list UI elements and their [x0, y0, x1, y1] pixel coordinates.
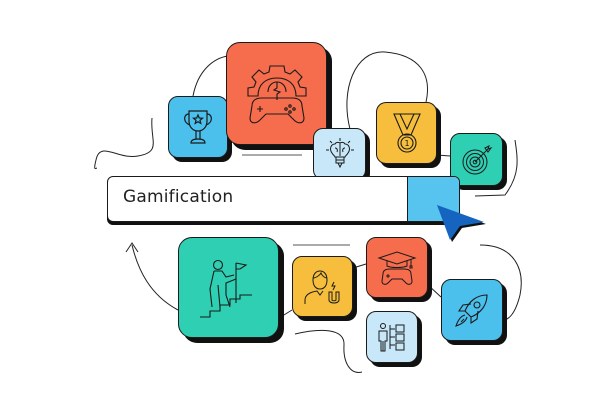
rocket-icon: [455, 294, 488, 327]
gear-gamepad-icon: [246, 64, 307, 123]
medal-tile: 1: [376, 102, 437, 164]
climber-flag-icon: [199, 259, 252, 318]
medal-icon: 1: [392, 113, 421, 153]
magnet-person-tile: [292, 256, 353, 317]
gear-gamepad-tile: [226, 42, 327, 145]
person-magnet-icon: [304, 269, 339, 304]
pointer-arrow-icon: [437, 205, 486, 242]
grad-gamepad-tile: [366, 237, 428, 298]
search-bar[interactable]: Gamification: [107, 176, 460, 222]
org-chart-tile: [366, 311, 418, 363]
trophy-icon: [184, 110, 212, 144]
graduation-gamepad-icon: [377, 250, 417, 285]
brain-lightbulb-icon: [325, 138, 354, 169]
rocket-tile: [441, 279, 503, 341]
search-input-value[interactable]: Gamification: [123, 187, 234, 207]
trophy-tile: [168, 96, 228, 158]
medal-number: 1: [404, 139, 409, 148]
target-icon: [462, 144, 492, 174]
brain-bulb-tile: [313, 128, 366, 180]
person-orgchart-icon: [378, 323, 405, 352]
climber-tile: [178, 237, 279, 338]
